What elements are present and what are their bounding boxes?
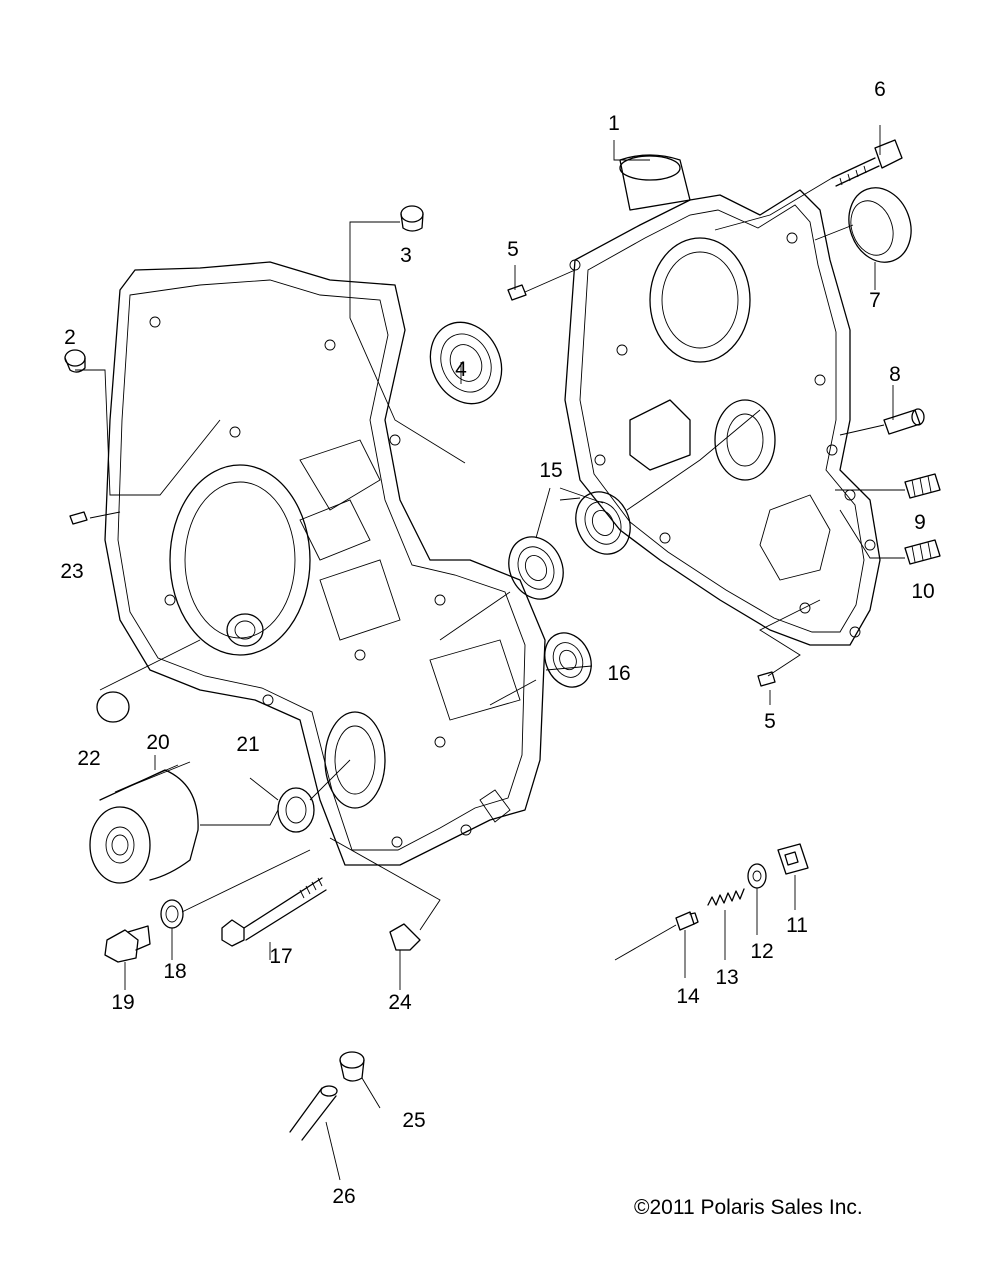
part-6-bolt bbox=[831, 139, 903, 187]
callout-26: 26 bbox=[332, 1185, 355, 1208]
part-18-washer bbox=[160, 899, 184, 929]
callout-20: 20 bbox=[146, 731, 169, 754]
part-7-oil-seal bbox=[848, 187, 912, 263]
callout-3: 3 bbox=[400, 244, 412, 267]
part-4-bearing bbox=[429, 321, 503, 405]
copyright-notice: ©2011 Polaris Sales Inc. bbox=[634, 1196, 863, 1219]
callout-13: 13 bbox=[715, 966, 738, 989]
crankcase-right-half bbox=[564, 154, 881, 646]
callout-5-upper: 5 bbox=[507, 238, 519, 261]
callout-1: 1 bbox=[608, 112, 620, 135]
part-17-bolt bbox=[221, 877, 327, 947]
callout-22: 22 bbox=[77, 747, 100, 770]
callout-9: 9 bbox=[914, 511, 926, 534]
part-15-bearing-b bbox=[575, 491, 631, 555]
part-20-pulley bbox=[89, 761, 199, 884]
part-26-tube bbox=[289, 1085, 338, 1141]
callout-12: 12 bbox=[750, 940, 773, 963]
crankcase-left-half bbox=[104, 261, 546, 866]
callout-19: 19 bbox=[111, 991, 134, 1014]
callout-labels: 1 2 3 4 5 5 6 7 8 9 10 11 12 13 14 15 16… bbox=[60, 78, 934, 1208]
callout-17: 17 bbox=[269, 945, 292, 968]
part-9-fitting bbox=[904, 473, 941, 499]
part-5-dowel-pin-lower bbox=[757, 671, 776, 687]
callout-18: 18 bbox=[163, 960, 186, 983]
part-21-seal bbox=[277, 787, 315, 833]
callout-16: 16 bbox=[607, 662, 630, 685]
callout-14: 14 bbox=[676, 985, 700, 1008]
part-5-dowel-pin-upper bbox=[507, 284, 527, 301]
callout-24: 24 bbox=[388, 991, 412, 1014]
callout-15: 15 bbox=[539, 459, 562, 482]
part-2-dowel-bushing bbox=[64, 349, 86, 373]
part-23-pin bbox=[69, 511, 88, 525]
part-24-jet bbox=[389, 923, 421, 951]
part-22-plug-cap bbox=[96, 691, 130, 723]
part-13-spring bbox=[707, 888, 745, 906]
callout-23: 23 bbox=[60, 560, 83, 583]
part-10-fitting bbox=[904, 539, 941, 565]
part-15-bearing-a bbox=[508, 536, 564, 600]
callout-8: 8 bbox=[889, 363, 901, 386]
callout-11: 11 bbox=[786, 914, 808, 937]
callout-25: 25 bbox=[402, 1109, 425, 1132]
callout-6: 6 bbox=[874, 78, 886, 101]
callout-7: 7 bbox=[869, 289, 881, 312]
callout-10: 10 bbox=[911, 580, 934, 603]
callout-4: 4 bbox=[455, 358, 467, 381]
part-25-sleeve bbox=[339, 1051, 365, 1082]
part-12-washer bbox=[747, 863, 767, 889]
leader-lines bbox=[75, 125, 905, 1181]
part-19-drain-plug bbox=[104, 925, 151, 963]
part-16-bearing bbox=[544, 632, 592, 688]
callout-21: 21 bbox=[236, 733, 259, 756]
part-11-bolt bbox=[777, 843, 809, 875]
part-8-plug bbox=[883, 408, 925, 435]
callout-2: 2 bbox=[64, 326, 76, 349]
part-3-dowel-bushing bbox=[400, 205, 424, 232]
part-14-plunger bbox=[675, 911, 699, 931]
callout-5-lower: 5 bbox=[764, 710, 776, 733]
